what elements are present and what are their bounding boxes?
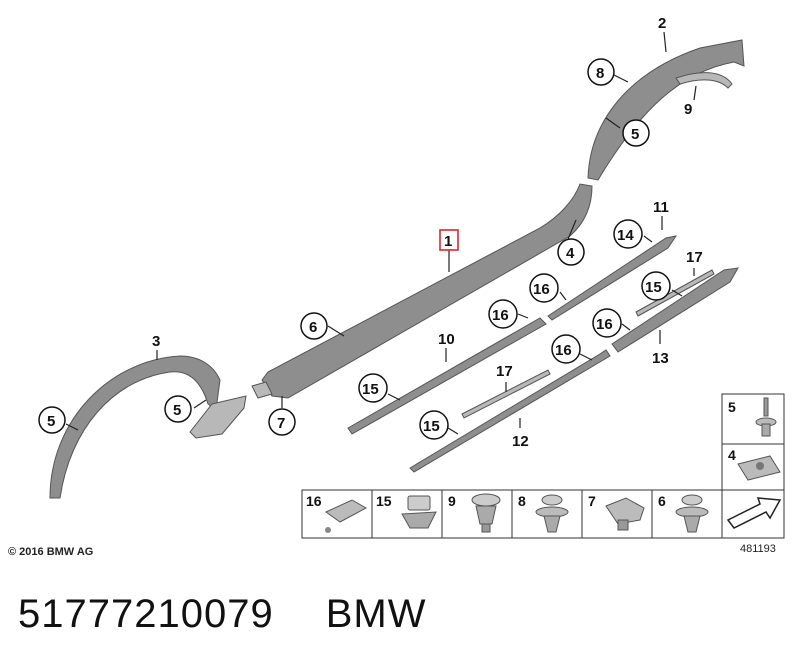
table-cell-4: 4 [728, 447, 736, 463]
clip-6-icon [675, 494, 709, 533]
seal-17-lower [461, 369, 551, 419]
trim-strip-14 [611, 267, 739, 353]
callout-15-a: 14 [617, 227, 634, 244]
table-cell-5: 5 [728, 399, 736, 415]
trim-strip-12 [547, 235, 678, 321]
table-cell-9: 9 [448, 493, 456, 509]
callout-16-b: 16 [492, 307, 509, 324]
callout-11: 10 [438, 331, 455, 348]
fastener-table: 5 4 16 15 9 8 7 6 [301, 393, 785, 539]
callout-8: 8 [596, 65, 604, 82]
callout-5-bottom: 5 [173, 402, 181, 419]
rivet-icon [755, 397, 777, 437]
table-cell-8: 8 [518, 493, 526, 509]
callout-12: 11 [653, 199, 669, 216]
callout-9: 7 [277, 415, 285, 432]
brand-name: BMW [325, 592, 427, 636]
clip-8-icon [535, 494, 569, 533]
arch-bracket [189, 395, 247, 439]
callout-labels: 2 3 11 12 13 10 17 17 9 [152, 15, 703, 450]
rear-wheel-arch-trim [587, 39, 745, 181]
circled-callouts: 8 5 4 6 7 5 5 14 16 15 16 16 16 15 15 [38, 58, 671, 440]
side-sill-trim [261, 183, 593, 399]
footer-caption: 51777210079 BMW [18, 592, 478, 637]
clip-15-icon [401, 495, 437, 529]
callout-16-c: 16 [596, 316, 613, 333]
callout-5-top: 5 [631, 126, 639, 143]
seal-17-upper [635, 269, 715, 317]
copyright: © 2016 BMW AG [8, 546, 93, 558]
part-number: 51777210079 [18, 592, 274, 636]
callout-10: 9 [684, 101, 692, 118]
direction-arrow-icon [726, 497, 782, 529]
callout-2: 2 [658, 15, 666, 32]
clip-9-icon [471, 493, 501, 533]
callout-15-d: 15 [423, 418, 440, 435]
table-cell-6: 6 [658, 493, 666, 509]
trim-strip-11 [347, 317, 547, 435]
callout-17-upper: 17 [686, 249, 703, 266]
arch-inner-strip [675, 72, 733, 89]
callout-4: 4 [566, 245, 575, 262]
front-wheel-arch-trim [49, 355, 221, 499]
callout-7: 5 [47, 413, 55, 430]
callout-1: 1 [444, 233, 452, 250]
callout-3: 3 [152, 333, 160, 350]
clip-16-icon [325, 499, 368, 533]
callout-16-d: 16 [555, 342, 572, 359]
table-cell-7: 7 [588, 493, 596, 509]
callout-15-b: 15 [645, 279, 662, 296]
diagram-number: 481193 [740, 543, 776, 555]
table-cell-16: 16 [306, 493, 322, 509]
trim-strip-13 [409, 349, 611, 473]
callout-13: 12 [512, 433, 529, 450]
highlighted-box [439, 229, 459, 251]
callout-15-c: 15 [362, 381, 379, 398]
sill-end-tab [251, 381, 273, 399]
callout-16-a: 16 [533, 281, 550, 298]
clip-nut-icon [737, 455, 781, 481]
clip-7-icon [605, 497, 645, 531]
callout-17-lower: 17 [496, 363, 513, 380]
callout-6: 6 [309, 319, 317, 336]
table-cell-15: 15 [376, 493, 392, 509]
callout-14: 13 [652, 350, 669, 367]
